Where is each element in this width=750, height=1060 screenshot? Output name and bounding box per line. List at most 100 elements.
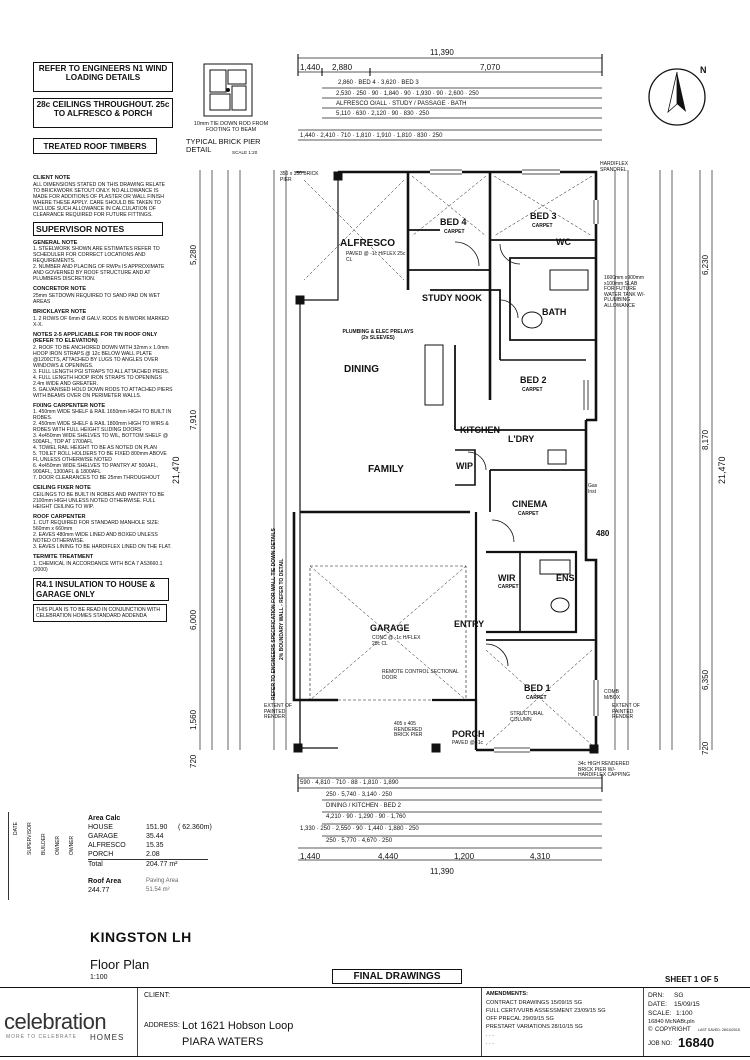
room-bed4: BED 4 (440, 217, 467, 227)
ceilings-text: 28c CEILINGS THROUGHOUT. 25c TO ALFRESCO… (36, 100, 170, 119)
rendered-pier-note: 405 x 405 RENDERED BRICK PIER (394, 721, 423, 738)
dim-bottom-1: 1,440 (300, 852, 321, 861)
room-family: FAMILY (368, 464, 404, 475)
room-wir-sub: CARPET (498, 584, 519, 590)
remote-note: REMOTE CONTROL SECTIONAL DOOR (382, 669, 459, 681)
date-label: DATE: (648, 1001, 667, 1008)
room-bath: BATH (542, 307, 567, 317)
structural-column-note: STRUCTURAL COLUMN (510, 711, 544, 723)
dim-top-row-e: 1,440 · 2,410 · 710 · 1,810 · 1,910 · 1,… (300, 133, 443, 139)
wind-loading-text: REFER TO ENGINEERS N1 WIND LOADING DETAI… (38, 64, 168, 83)
scale-label: SCALE: (648, 1010, 672, 1017)
room-bed2-sub: CARPET (522, 387, 543, 393)
pier-350-note: 350 x 350 BRICK PIER (280, 171, 319, 183)
room-garage: GARAGE (370, 623, 410, 633)
sheet-number: SHEET 1 OF 5 (665, 975, 719, 984)
drn-label: DRN: (648, 992, 665, 999)
room-alfresco: ALFRESCO (340, 238, 395, 249)
roof-timbers-note (33, 138, 157, 154)
extent-render-left: EXTENT OF PAINTED RENDER (264, 703, 292, 720)
note-section-3: NOTES 2-5 APPLICABLE FOR TIN ROOF ONLY (… (33, 331, 173, 399)
pier-note: 10mm TIE DOWN ROD FROM FOOTING TO BEAM (193, 121, 269, 133)
room-cinema: CINEMA (512, 499, 548, 509)
room-bed3-sub: CARPET (532, 223, 553, 229)
client-label: CLIENT: (144, 992, 171, 999)
final-drawings-box (332, 969, 462, 984)
room-bed3: BED 3 (530, 211, 557, 221)
logo-main: celebration (4, 1009, 107, 1034)
room-bed2: BED 2 (520, 375, 547, 385)
dim-top-row-c: ALFRESCO O/ALL · STUDY / PASSAGE · BATH (336, 101, 467, 107)
extent-render-right: EXTENT OF PAINTED RENDER (612, 703, 640, 720)
copyright-icon: © (648, 1027, 653, 1033)
supervisor-notes-title: SUPERVISOR NOTES (36, 223, 125, 234)
room-entry: ENTRY (454, 619, 485, 629)
dim-top-3: 7,070 (480, 63, 501, 72)
dim-bottom-3: 1,200 (454, 852, 475, 861)
address-line-1: Lot 1621 Hobson Loop (182, 1020, 294, 1032)
dim-bottom-row-c: DINING / KITCHEN · BED 2 (326, 803, 402, 809)
amendment-5: . . . (486, 1032, 494, 1038)
room-garage-sub: CONC @ -1c H/FLEX 28c CL (372, 635, 421, 647)
plan-name: KINGSTON LH (90, 929, 192, 945)
room-bed1-sub: CARPET (526, 695, 547, 701)
amendments-title: AMENDMENTS: (486, 991, 528, 997)
area-calc-title: Area Calc (88, 815, 121, 822)
job-label: JOB NO: (648, 1041, 673, 1047)
plan-scale: 1:100 (90, 974, 108, 981)
dim-bottom-row-d: 4,210 · 90 · 1,290 · 90 · 1,760 (326, 814, 406, 820)
room-alfresco-sub: PAVED @ -1c H/FLEX 25c CL (346, 251, 406, 263)
room-dining: DINING (344, 364, 379, 375)
notes-column: CLIENT NOTE ALL DIMENSIONS STATED ON THI… (33, 175, 173, 622)
amendment-6: . . . (486, 1040, 494, 1046)
address-line-2: PIARA WATERS (182, 1036, 264, 1048)
title-block: celebration MORE TO CELEBRATE HOMES CLIE… (0, 987, 750, 1057)
dim-bottom-row-a: 590 · 4,810 · 710 · 88 · 1,810 · 1,890 (300, 780, 399, 786)
room-wc: WC (556, 237, 571, 247)
dim-top-row-b: 2,530 · 250 · 90 · 1,840 · 90 · 1,930 · … (336, 91, 479, 97)
read-note-box: THIS PLAN IS TO BE READ IN CONJUNCTION W… (33, 603, 167, 622)
final-drawings-text: FINAL DRAWINGS (353, 971, 441, 982)
address-label: ADDRESS: (144, 1022, 180, 1029)
room-bed1: BED 1 (524, 683, 551, 693)
amendment-3: OFF PRECAL 29/09/15 SG (486, 1016, 554, 1022)
water-tank-note: 1600mm x900mm x100mm SLAB FOR FUTURE WAT… (604, 275, 645, 309)
dim-bottom-row-f: 250 · 5,770 · 4,670 · 250 (326, 838, 393, 844)
room-laundry: L'DRY (508, 434, 535, 444)
dim-top-row-d: 5,110 · 630 · 2,120 · 90 · 830 · 250 (336, 111, 429, 117)
dim-bottom-4: 4,310 (530, 852, 551, 861)
logo-tag: MORE TO CELEBRATE (6, 1034, 77, 1040)
file-name: 16840 McNABt.pln (648, 1019, 695, 1025)
dim-bottom-total: 11,390 (430, 867, 454, 876)
north-label: N (700, 65, 707, 75)
brick-pier-34c-note: 34c HIGH RENDERED BRICK PIER W/- HARDIFL… (578, 761, 630, 778)
comb-box-note: COMB M/BOX (604, 689, 621, 701)
roof-timbers-text: TREATED ROOF TIMBERS (43, 142, 147, 151)
room-cinema-sub: CARPET (518, 511, 539, 517)
client-note-text: ALL DIMENSIONS STATED ON THIS DRAWING RE… (33, 181, 165, 218)
drn-value: SG (674, 992, 684, 999)
drawing-info-cell: DRN: SG DATE: 15/09/15 SCALE: 1:100 1684… (644, 988, 748, 1056)
hardiflex-note: HARDIFLEX SPANDREL (600, 161, 629, 173)
room-wir: WIR (498, 573, 516, 583)
room-porch: PORCH (452, 729, 485, 739)
supervisor-notes-box: SUPERVISOR NOTES (33, 221, 163, 236)
amendment-4: PRESTART VARIATIONS 28/10/15 SG (486, 1024, 583, 1030)
amendment-2: FULL CERT/VURB ASSESSMENT 23/09/15 SG (486, 1008, 606, 1014)
north-arrow-icon (648, 68, 706, 126)
room-kitchen: KITCHEN (460, 425, 500, 435)
